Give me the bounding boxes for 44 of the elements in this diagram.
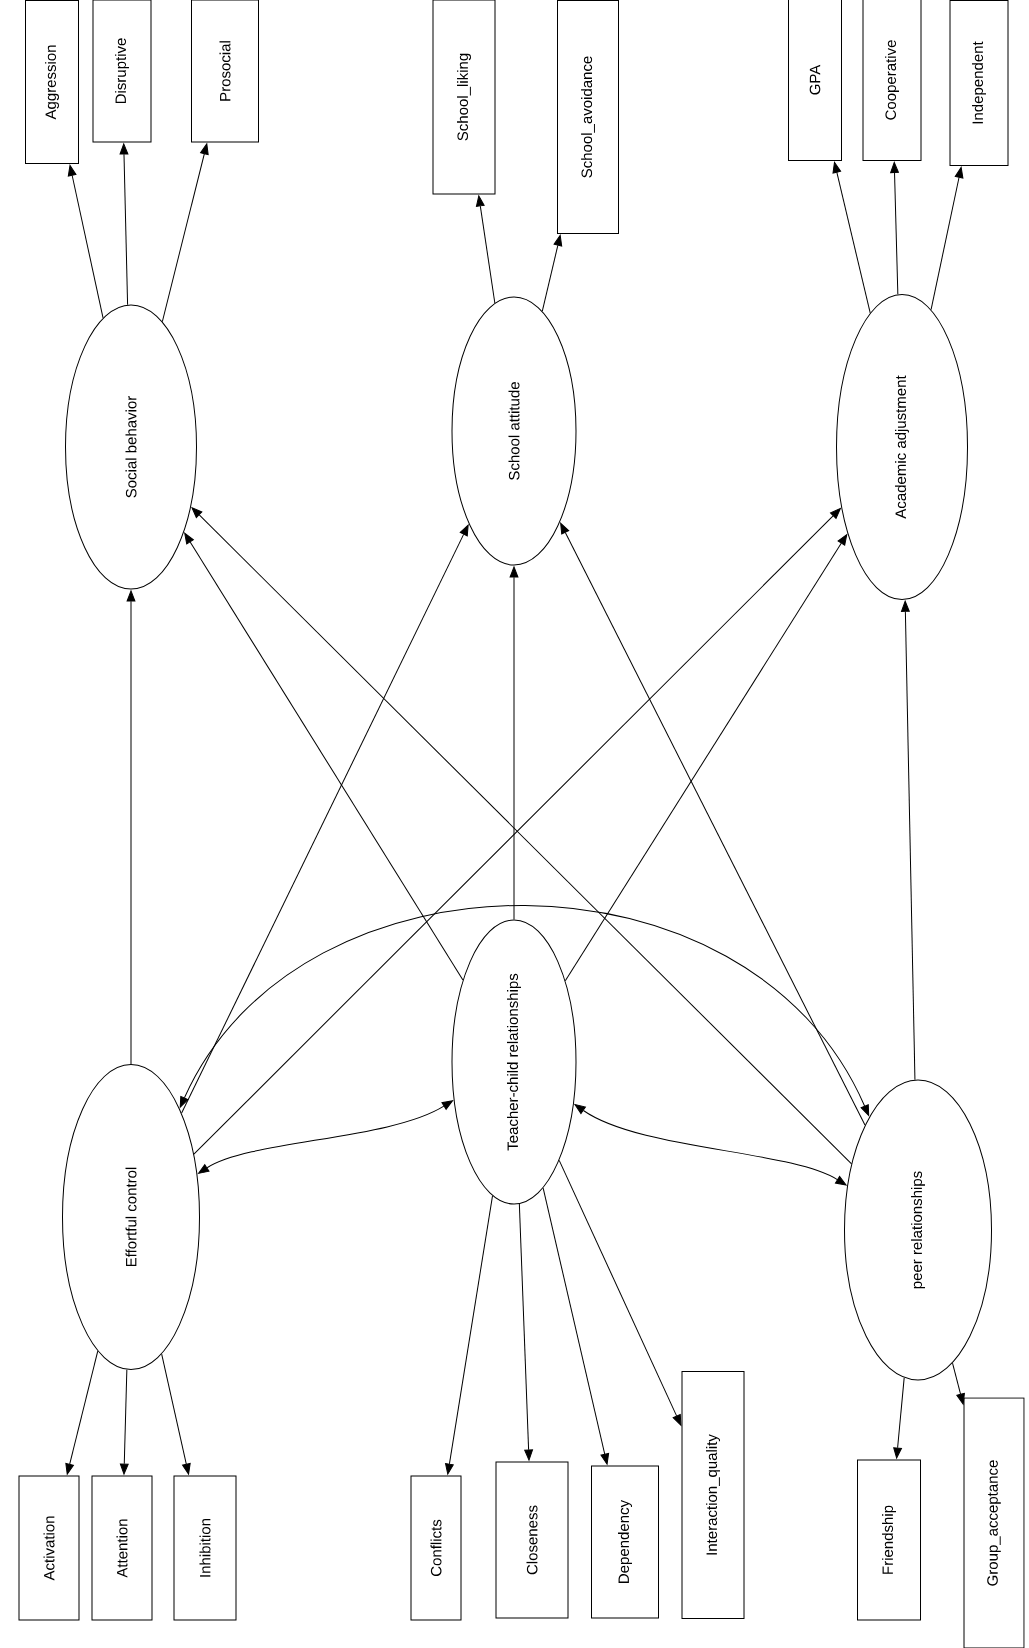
indicator-box: Closeness	[495, 1461, 569, 1619]
indicator-box: Group_acceptance	[963, 1397, 1025, 1648]
indicator-box: Interaction_quality	[681, 1371, 745, 1619]
curved-arrow	[197, 1100, 454, 1174]
indicator-box: School_avoidance	[557, 0, 619, 234]
indicator-box: Attention	[91, 1475, 153, 1621]
indicator-box: Independent	[949, 0, 1009, 166]
arrow	[161, 1353, 191, 1475]
arrow	[900, 600, 916, 1081]
arrow	[119, 1369, 129, 1475]
arrow	[890, 161, 899, 295]
arrow	[952, 1362, 965, 1405]
indicator-box: Prosocial	[191, 0, 259, 143]
arrow	[518, 1203, 533, 1461]
indicator-box: School_liking	[432, 0, 496, 195]
arrow	[119, 143, 129, 306]
arrow	[560, 522, 866, 1126]
arrow	[126, 590, 136, 1065]
arrow	[65, 1350, 99, 1475]
indicator-box: GPA	[788, 0, 842, 161]
curved-arrow	[179, 905, 870, 1116]
arrow	[832, 161, 871, 314]
arrow	[509, 566, 519, 920]
arrow	[445, 1195, 493, 1475]
indicator-box: Cooperative	[862, 0, 922, 161]
arrow	[475, 195, 496, 304]
curved-arrow	[574, 1104, 847, 1186]
indicator-box: Activation	[18, 1475, 80, 1621]
indicator-box: Inhibition	[173, 1475, 237, 1621]
indicator-box: Aggression	[25, 0, 79, 164]
arrow	[564, 534, 848, 982]
arrow	[930, 166, 964, 311]
indicator-box: Disruptive	[92, 0, 152, 143]
indicator-box: Dependency	[591, 1465, 659, 1619]
arrow	[558, 1159, 682, 1426]
arrow	[893, 1377, 905, 1459]
indicator-box: Friendship	[857, 1459, 921, 1621]
arrow	[181, 524, 469, 1114]
arrow	[542, 1187, 610, 1465]
arrow	[161, 143, 209, 323]
arrow	[67, 164, 104, 319]
arrow	[541, 234, 563, 312]
indicator-box: Conflicts	[410, 1475, 462, 1621]
arrow	[184, 532, 464, 981]
